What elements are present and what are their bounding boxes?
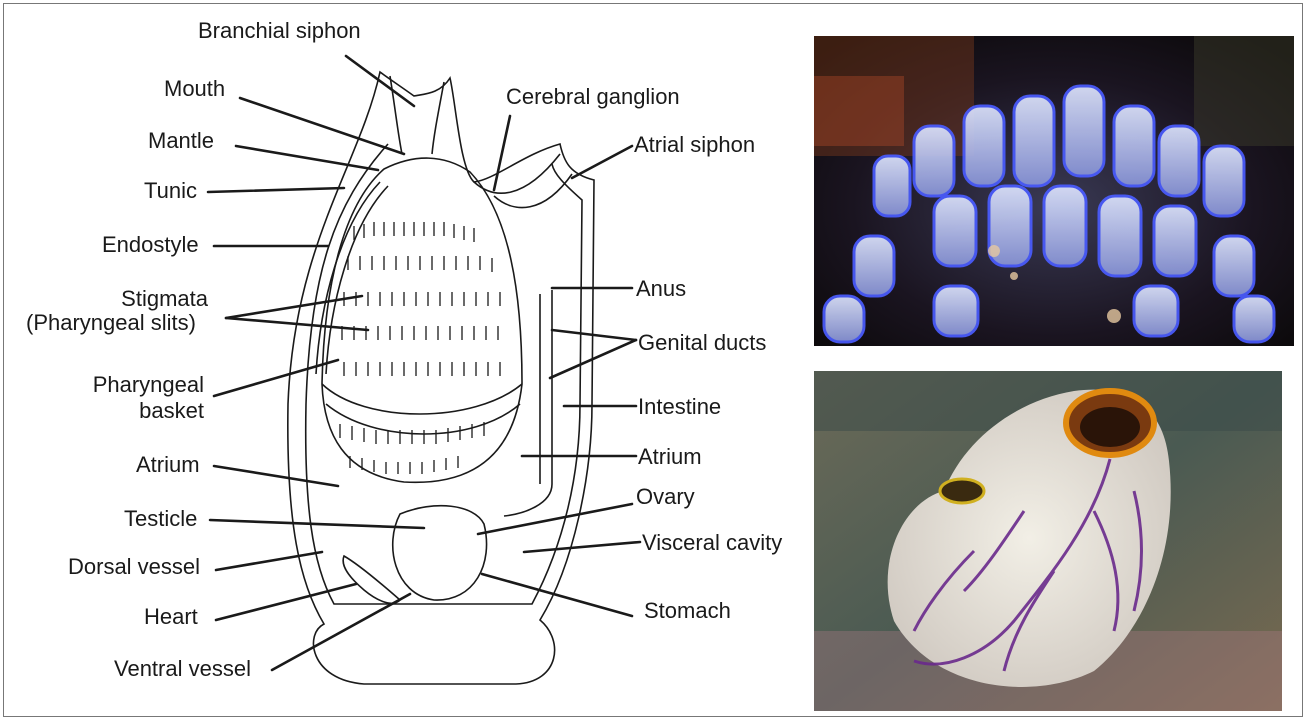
label-intestine: Intestine (638, 394, 721, 420)
label-atrial-siphon: Atrial siphon (634, 132, 755, 158)
label-ovary: Ovary (636, 484, 695, 510)
label-ventral-vessel: Ventral vessel (114, 656, 251, 682)
label-atrium-right: Atrium (638, 444, 702, 470)
label-testicle: Testicle (124, 506, 197, 532)
gut-loop (393, 506, 487, 600)
label-stomach: Stomach (644, 598, 731, 624)
label-pharyngeal-slits: (Pharyngeal slits) (26, 310, 196, 336)
label-visceral-cavity: Visceral cavity (642, 530, 782, 556)
label-pharyngeal-basket-line2: basket (44, 398, 204, 424)
figure-frame: Branchial siphon Mouth Cerebral ganglion… (3, 3, 1303, 717)
label-cerebral-ganglion: Cerebral ganglion (506, 84, 680, 110)
label-heart: Heart (144, 604, 198, 630)
branchial-siphon-tube (390, 76, 444, 154)
label-pharyngeal-basket-line1: Pharyngeal (44, 372, 204, 398)
endostyle-band (316, 182, 388, 374)
blue-tunicate-colony-photo (814, 36, 1294, 346)
label-dorsal-vessel: Dorsal vessel (68, 554, 200, 580)
label-mantle: Mantle (148, 128, 214, 154)
label-genital-ducts: Genital ducts (638, 330, 766, 356)
label-endostyle: Endostyle (102, 232, 199, 258)
heart-shape (343, 556, 400, 603)
label-branchial-siphon: Branchial siphon (198, 18, 361, 44)
intestine-tube (504, 290, 552, 516)
label-stigmata: Stigmata (58, 286, 208, 312)
label-tunic: Tunic (144, 178, 197, 204)
label-atrium-left: Atrium (136, 452, 200, 478)
label-mouth: Mouth (164, 76, 225, 102)
label-anus: Anus (636, 276, 686, 302)
purple-veined-sea-squirt-photo (814, 371, 1282, 711)
